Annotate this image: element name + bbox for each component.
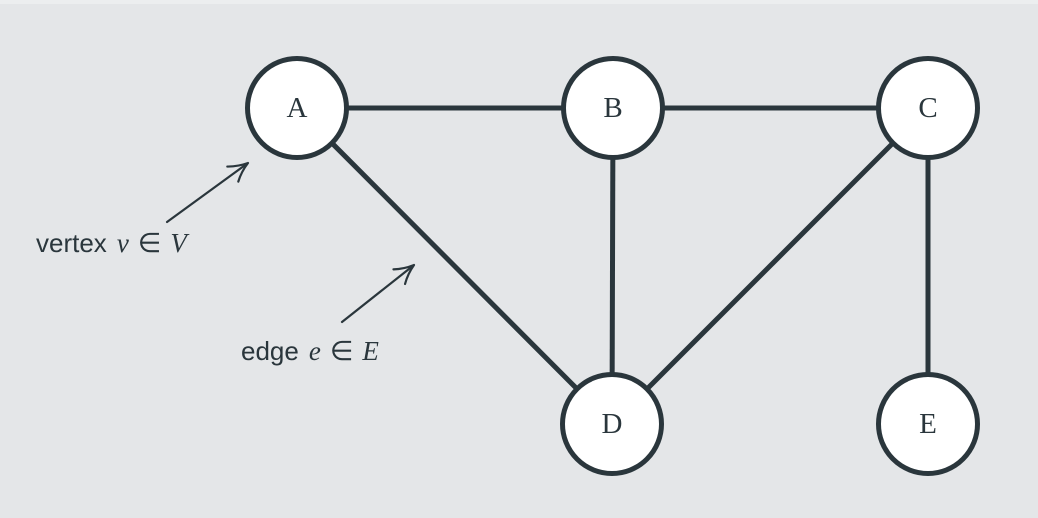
node-label-E: E [919,408,937,440]
node-circle-C [876,56,980,160]
node-circle-A [245,56,349,160]
graph-node-A[interactable]: A [245,56,349,160]
graph-edge-C-D [645,141,895,391]
edge-annotation-arrow-head-icon [392,263,416,286]
vertex-annotation-arrow-shaft [165,163,247,224]
graph-edge-A-D [330,141,579,391]
node-label-C: C [918,92,937,124]
node-label-A: A [287,92,308,124]
page-top-edge [0,0,1038,4]
graph-edge-B-D [609,157,616,375]
node-circle-D [560,372,664,476]
graph-node-C[interactable]: C [876,56,980,160]
nodes-layer: A B C D E [245,56,980,476]
graph-node-D[interactable]: D [560,372,664,476]
graph-node-E[interactable]: E [876,372,980,476]
node-circle-B [561,56,665,160]
edges-layer [330,105,931,391]
vertex-annotation-arrow-head-icon [226,161,250,183]
node-label-B: B [603,92,622,124]
node-circle-E [876,372,980,476]
node-label-D: D [602,408,623,440]
edge-annotation-arrow-shaft [340,265,413,324]
graph-node-B[interactable]: B [561,56,665,160]
